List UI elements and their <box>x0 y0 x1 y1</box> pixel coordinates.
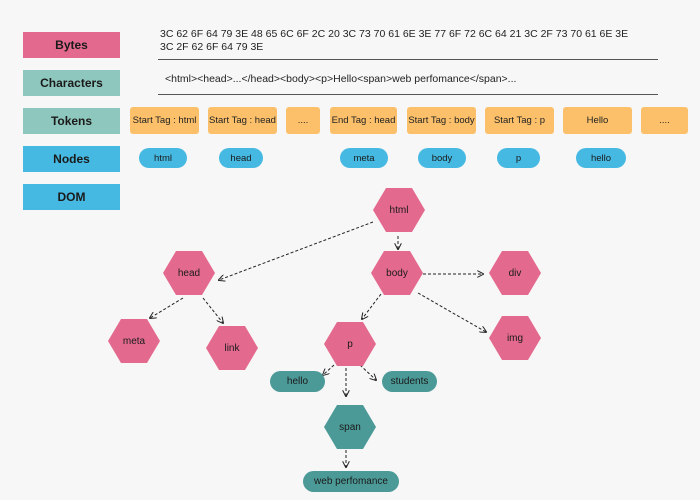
characters-label: Characters <box>23 70 120 96</box>
edge-head-meta <box>150 297 184 318</box>
hex-meta <box>108 319 160 363</box>
node-pill: p <box>497 148 540 168</box>
edge-html-head <box>219 221 374 280</box>
tokens-label: Tokens <box>23 108 120 134</box>
token: Start Tag : body <box>407 107 476 134</box>
token: Start Tag : head <box>208 107 277 134</box>
hex-div <box>489 251 541 295</box>
node-pill: head <box>219 148 263 168</box>
bytes-text: 3C 62 6F 64 79 3E 48 65 6C 6F 2C 20 3C 7… <box>160 28 629 53</box>
pill-hello <box>270 371 325 392</box>
divider <box>158 94 658 95</box>
node-pill: meta <box>340 148 388 168</box>
token: Start Tag : html <box>130 107 199 134</box>
pill-web-perfomance <box>303 471 399 492</box>
hex-span <box>324 405 376 449</box>
divider <box>158 59 658 60</box>
pill-students <box>382 371 437 392</box>
hex-link <box>206 326 258 370</box>
dom-label: DOM <box>23 184 120 210</box>
hex-p <box>324 322 376 366</box>
token: End Tag : head <box>330 107 397 134</box>
token: Start Tag : p <box>485 107 554 134</box>
characters-text: <html><head>...</head><body><p>Hello<spa… <box>165 73 517 85</box>
hex-body <box>371 251 423 295</box>
token: .... <box>641 107 688 134</box>
token: Hello <box>563 107 632 134</box>
node-pill: hello <box>576 148 626 168</box>
hex-html <box>373 188 425 232</box>
bytes-label: Bytes <box>23 32 120 58</box>
edge-head-link <box>202 297 223 323</box>
nodes-label: Nodes <box>23 146 120 172</box>
node-pill: html <box>139 148 187 168</box>
node-pill: body <box>418 148 466 168</box>
hex-img <box>489 316 541 360</box>
edge-p-hello <box>323 364 335 375</box>
edge-body-p <box>362 293 382 319</box>
edge-p-students <box>359 364 376 380</box>
token: .... <box>286 107 320 134</box>
edge-body-img <box>417 292 486 332</box>
hex-head <box>163 251 215 295</box>
